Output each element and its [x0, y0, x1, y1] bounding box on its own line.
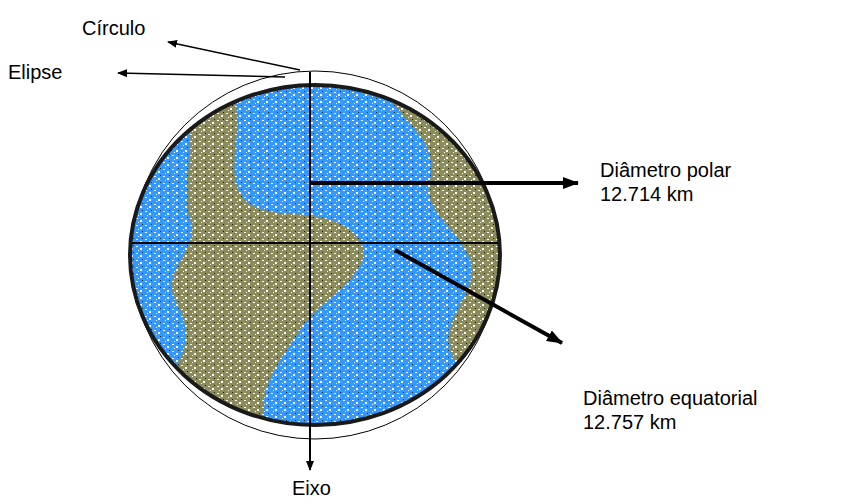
equatorial-leader	[395, 250, 562, 343]
polar-diameter-label: Diâmetro polar 12.714 km	[600, 158, 765, 206]
circle-label: Círculo	[82, 16, 145, 40]
equatorial-diameter-label: Diâmetro equatorial 12.757 km	[583, 386, 788, 434]
ellipse-leader	[118, 73, 285, 77]
equator-line	[132, 242, 498, 244]
earth-surface	[120, 80, 520, 430]
ellipse-label: Elipse	[8, 60, 62, 84]
axis-line	[309, 72, 311, 470]
axis-label: Eixo	[292, 476, 331, 500]
polar-leader	[310, 181, 578, 185]
ellipse-outline	[130, 85, 500, 425]
circle-leader	[168, 42, 300, 70]
